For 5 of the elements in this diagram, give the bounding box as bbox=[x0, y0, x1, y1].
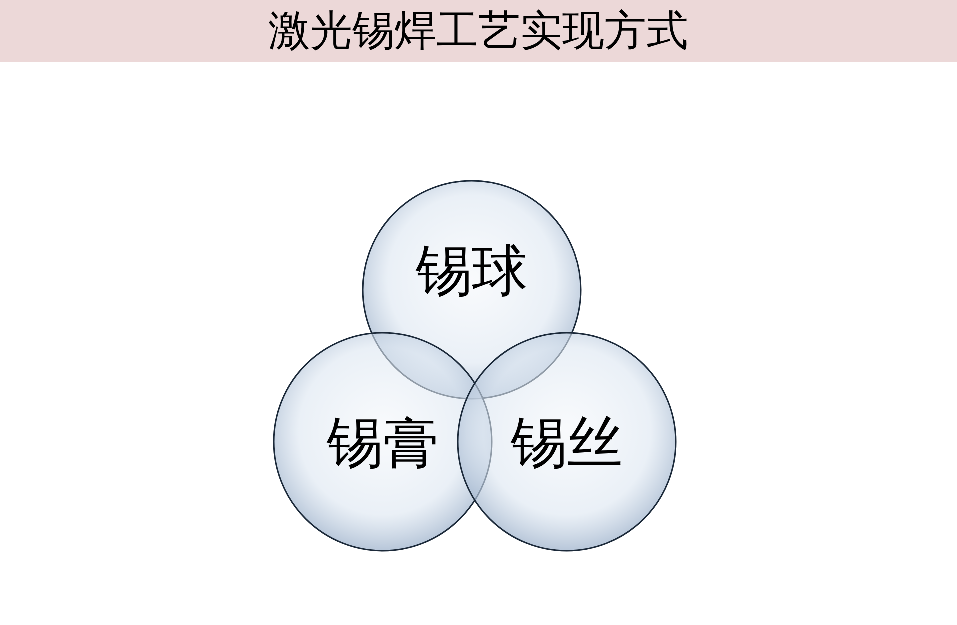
title: 激光锡焊工艺实现方式 bbox=[268, 5, 690, 57]
venn-circle bbox=[457, 332, 677, 552]
circle-label: 锡膏 bbox=[326, 412, 440, 476]
circle-label: 锡球 bbox=[415, 240, 529, 304]
circle-label: 锡丝 bbox=[510, 412, 624, 476]
